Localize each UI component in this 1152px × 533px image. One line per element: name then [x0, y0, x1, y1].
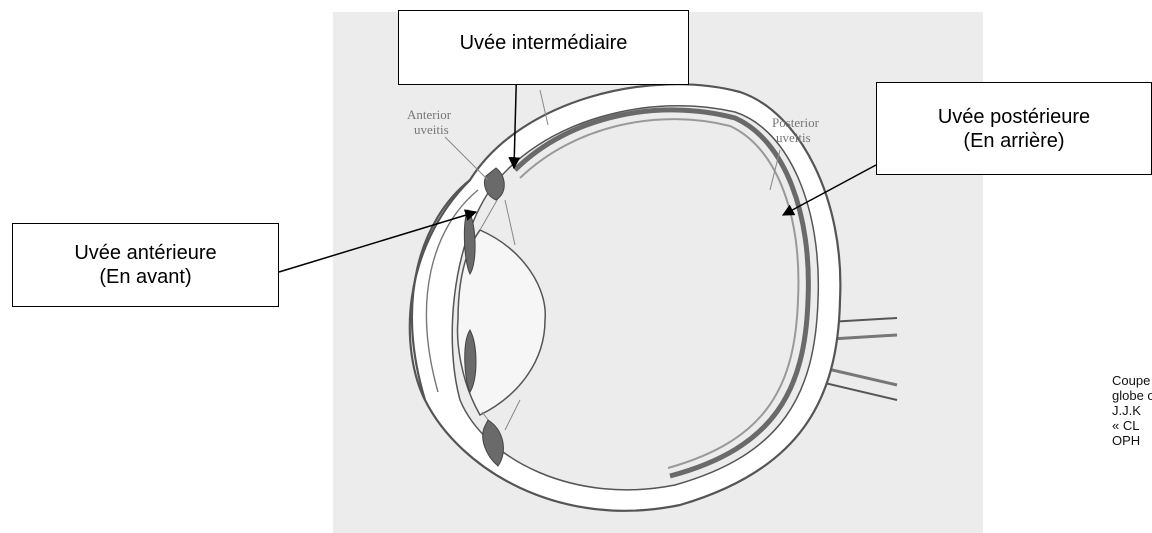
callout-uvee-anterieure: Uvée antérieure (En avant)	[12, 223, 279, 307]
callout-posterior-subtitle: (En arrière)	[963, 129, 1064, 153]
caption-line: globe oculaire	[1112, 388, 1152, 403]
callout-posterior-title: Uvée postérieure	[938, 105, 1090, 129]
posterior-uveitis-label-2: uveitis	[776, 130, 811, 145]
caption-line: Coupe du	[1112, 373, 1152, 388]
callout-intermediate-text: Uvée intermédiaire	[460, 31, 628, 55]
callout-uvee-intermediaire: Uvée intermédiaire	[398, 10, 689, 85]
caption-line: « CL	[1112, 418, 1152, 433]
posterior-uveitis-label: Posterior	[772, 115, 820, 130]
anterior-uveitis-label: Anterior	[407, 107, 452, 122]
anterior-uveitis-label-2: uveitis	[414, 122, 449, 137]
caption-line: OPH	[1112, 433, 1152, 448]
figure-caption: Coupe du globe oculaire J.J.K « CL OPH	[1112, 373, 1152, 448]
callout-anterior-subtitle: (En avant)	[99, 265, 191, 289]
callout-uvee-posterieure: Uvée postérieure (En arrière)	[876, 82, 1152, 175]
callout-anterior-title: Uvée antérieure	[74, 241, 216, 265]
caption-line: J.J.K	[1112, 403, 1152, 418]
